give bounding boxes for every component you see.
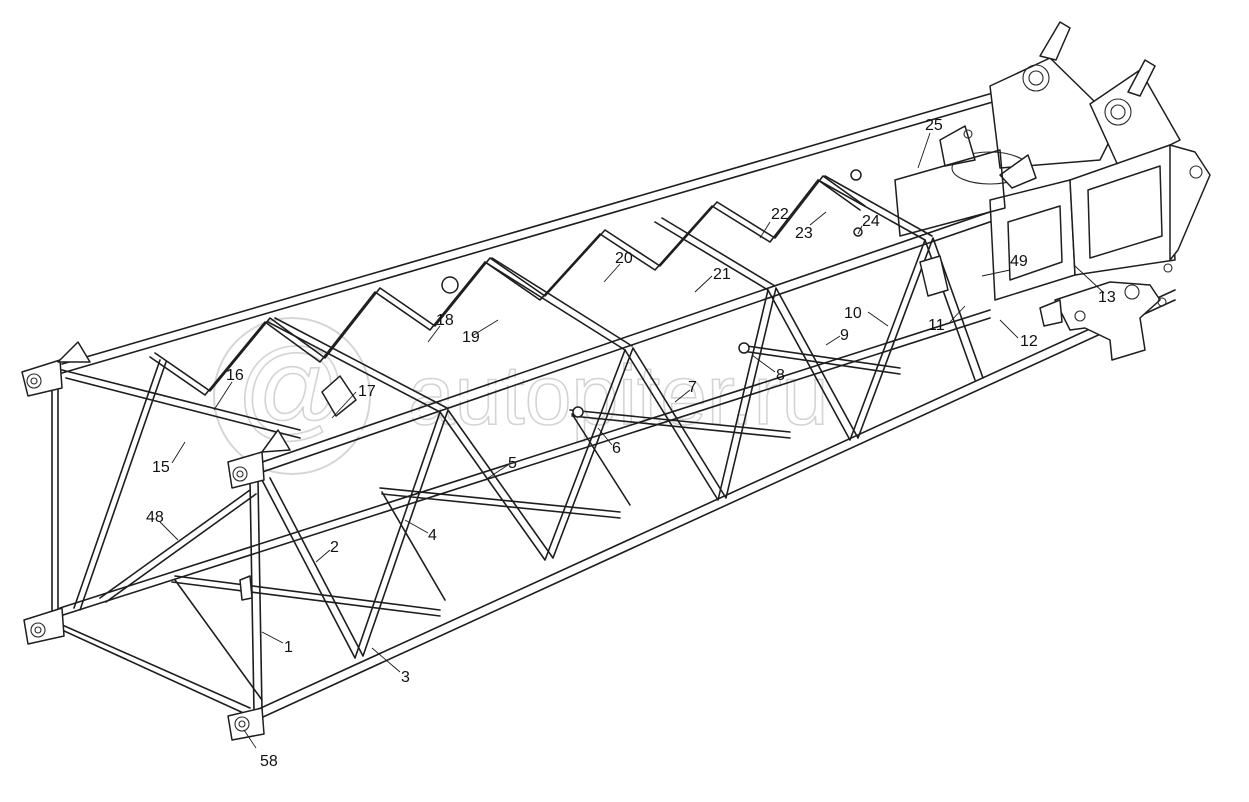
callout-15: 15 [152, 459, 170, 476]
top-face-struts [61, 175, 933, 439]
bottom-far-chord [59, 309, 991, 617]
callout-4: 4 [428, 527, 437, 544]
callout-58: 58 [260, 753, 278, 770]
callout-12: 12 [1020, 333, 1038, 350]
callout-8: 8 [776, 367, 785, 384]
watermark-logo-ring [213, 317, 371, 475]
callout-1: 1 [284, 639, 293, 656]
callout-10: 10 [844, 305, 862, 322]
callout-5: 5 [508, 455, 517, 472]
fittings [239, 169, 863, 601]
callout-17: 17 [358, 383, 376, 400]
callout-24: 24 [862, 213, 880, 230]
callout-16: 16 [226, 367, 244, 384]
far-side-lacing [59, 73, 1061, 396]
callout-11: 11 [928, 317, 945, 334]
callout-6: 6 [612, 440, 621, 457]
callout-2: 2 [330, 539, 339, 556]
callout-19: 19 [462, 329, 480, 346]
callout-49: 49 [1010, 253, 1028, 270]
callout-9: 9 [840, 327, 849, 344]
callout-23: 23 [795, 225, 813, 242]
callout-3: 3 [401, 669, 410, 686]
callout-7: 7 [688, 379, 697, 396]
callout-20: 20 [615, 250, 633, 267]
bottom-face-struts [171, 344, 901, 701]
leader-lines [159, 132, 1105, 749]
callout-13: 13 [1098, 289, 1116, 306]
callout-labels: 1 2 3 4 5 6 7 8 9 10 11 12 13 15 16 17 1… [146, 117, 1116, 770]
callout-48: 48 [146, 509, 164, 526]
callout-22: 22 [771, 206, 789, 223]
end-frame-left [51, 359, 263, 717]
callout-18: 18 [436, 312, 454, 329]
callout-21: 21 [713, 266, 731, 283]
callout-25: 25 [925, 117, 943, 134]
head-section [894, 21, 1211, 361]
end-lugs [21, 341, 291, 741]
near-bottom-chord [249, 289, 1178, 723]
